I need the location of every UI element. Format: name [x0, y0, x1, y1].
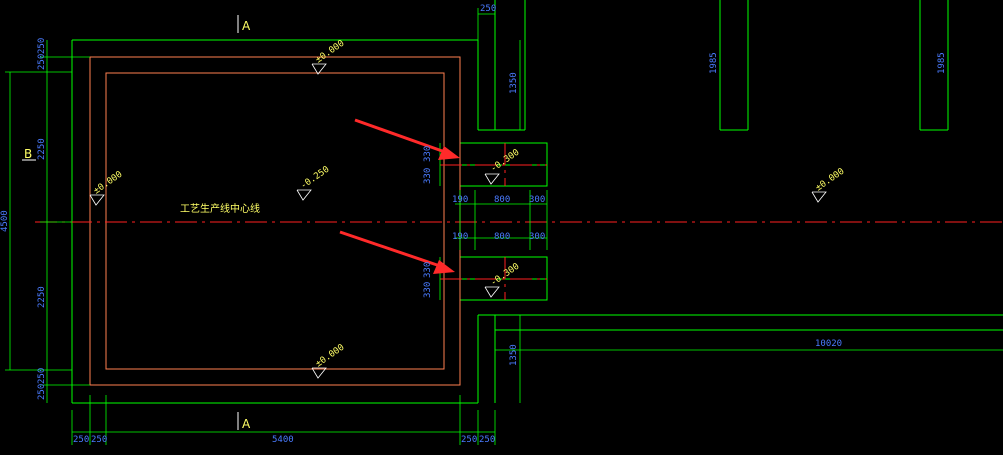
section-mark-top: A [242, 19, 251, 33]
dim-left-2250-top: 2250 [37, 138, 47, 160]
dim-1350-bottom: 1350 [509, 344, 519, 366]
dim-pit-upper-800: 800 [494, 195, 510, 205]
dim-bottom-250a: 250 [73, 435, 89, 445]
dim-left-top-250a: 250 [37, 54, 47, 70]
dim-1985-b: 1985 [937, 52, 947, 74]
arrow-upper-head-icon [438, 146, 460, 160]
dim-10020: 10020 [815, 339, 842, 349]
dim-pit-lower-190: 190 [452, 232, 468, 242]
section-marks: A A B [22, 15, 251, 431]
dimension-labels: 250 250 250 2250 4500 2250 250 250 1350 … [0, 4, 947, 445]
dim-bottom-250d: 250 [479, 435, 495, 445]
dim-1985-a: 1985 [709, 52, 719, 74]
dim-bottom-5400: 5400 [272, 435, 294, 445]
dim-pit-lower-300: 300 [529, 232, 545, 242]
dim-top-250: 250 [480, 4, 496, 14]
dim-pit-lower-330a: 330 [423, 262, 433, 278]
dim-bottom-250c: 250 [461, 435, 477, 445]
dim-left-top-250b: 250 [37, 38, 47, 54]
dim-pit-upper-330b: 330 [423, 168, 433, 184]
dimension-lines [5, 8, 1003, 445]
dim-pit-lower-330b: 330 [423, 282, 433, 298]
dim-pit-upper-330a: 330 [423, 146, 433, 162]
dim-left-4500: 4500 [0, 210, 10, 232]
section-mark-bottom: A [242, 417, 251, 431]
dim-1350-top: 1350 [509, 72, 519, 94]
section-mark-left: B [24, 147, 32, 161]
arrow-lower-head-icon [433, 260, 455, 274]
arrow-upper-line [354, 118, 446, 154]
dim-pit-upper-300: 300 [529, 195, 545, 205]
dim-pit-upper-190: 190 [452, 195, 468, 205]
centerlines [35, 143, 1003, 300]
dim-left-bot-250b: 250 [37, 384, 47, 400]
red-arrows [339, 118, 460, 274]
dim-left-2250-bottom: 2250 [37, 286, 47, 308]
dim-pit-lower-800: 800 [494, 232, 510, 242]
elevation-markers [89, 63, 827, 379]
dim-left-bot-250a: 250 [37, 368, 47, 384]
dim-bottom-250b: 250 [91, 435, 107, 445]
centerline-label: 工艺生产线中心线 [180, 202, 260, 215]
arrow-lower-line [339, 230, 441, 268]
